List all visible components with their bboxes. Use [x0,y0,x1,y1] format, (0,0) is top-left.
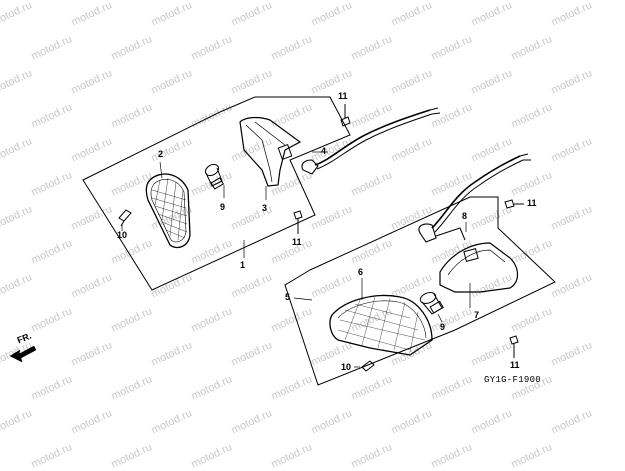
callout-6: 6 [358,267,364,277]
callout-5: 5 [285,292,291,302]
callout-11-bottom: 11 [510,360,520,370]
lower-nut-right [504,199,524,209]
upper-wire-harness [301,107,441,175]
upper-housing-part [239,116,302,187]
callout-7: 7 [474,310,480,320]
upper-lens-part [145,173,191,249]
front-direction-arrow [9,345,37,363]
upper-bulb-part [204,163,225,190]
diagram-code: GY1G-F1900 [484,375,542,385]
lower-bulb-part [419,292,444,315]
callout-4: 4 [321,146,327,156]
lower-leader-lines [293,222,471,368]
callout-1: 1 [240,260,246,270]
callout-11-mid: 11 [292,237,302,247]
upper-nut-bottom [293,210,303,234]
callout-9-upper: 9 [220,202,226,212]
callout-2: 2 [158,149,164,159]
lower-housing-part [439,242,519,293]
callout-11-right: 11 [527,198,537,208]
lower-nut-bottom [509,335,519,358]
callout-9-lower: 9 [440,322,446,332]
upper-leader-lines [121,151,328,258]
callout-10-lower: 10 [341,362,352,372]
lower-assembly-outline [284,196,556,386]
callout-10-upper: 10 [117,230,128,240]
lower-wire-harness [418,153,531,243]
lower-lens-part [329,294,433,356]
callout-3: 3 [262,203,268,213]
lower-screw-part [361,360,375,372]
upper-nut-top [340,104,351,127]
upper-screw-part [118,209,132,227]
upper-assembly-outline [82,96,351,291]
callout-11-top: 11 [338,91,348,101]
callout-8: 8 [462,211,468,221]
